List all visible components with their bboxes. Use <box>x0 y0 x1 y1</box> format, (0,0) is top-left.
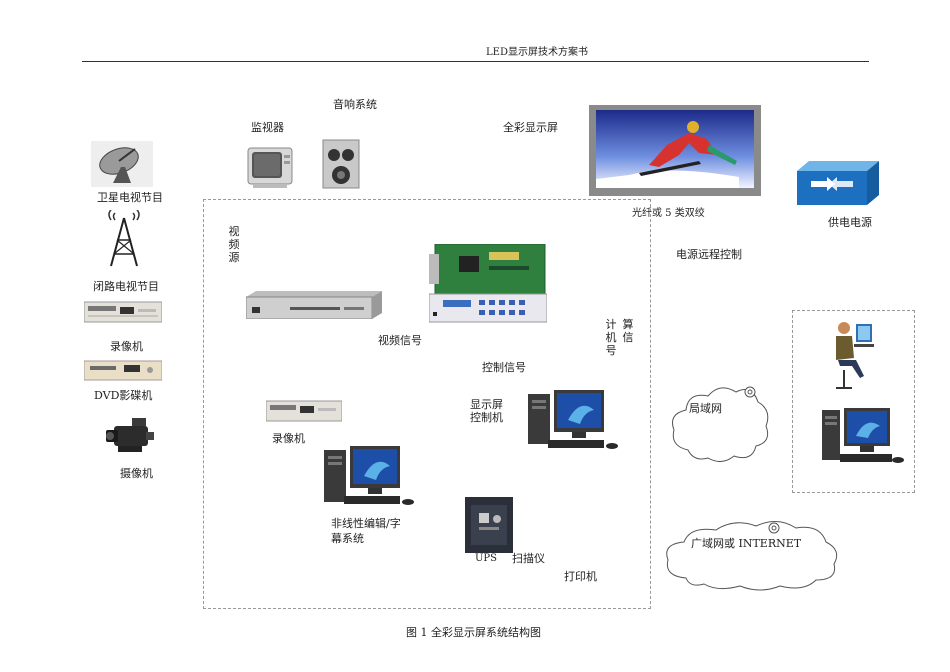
editing-pc-icon <box>324 444 416 508</box>
nonlinear-editing-label: 非线性编辑/字幕系统 <box>331 517 401 545</box>
ups-label: UPS <box>475 553 498 564</box>
led-screen-image <box>589 105 761 196</box>
power-supply-label: 供电电源 <box>828 216 872 229</box>
computer-signal-col2: 算信 <box>622 318 634 344</box>
cctv-label: 闭路电视节目 <box>93 280 159 293</box>
remote-pc-icon <box>822 406 906 466</box>
lan-cloud-icon <box>668 380 774 466</box>
speaker-icon <box>322 139 360 189</box>
computer-signal-col1: 计机号 <box>605 318 617 357</box>
operator-person-icon <box>830 318 876 392</box>
page-header-title: LED显示屏技术方案书 <box>486 47 588 58</box>
wan-label: 广域网或 INTERNET <box>691 537 802 550</box>
header-divider <box>82 61 869 62</box>
display-controller-pc-icon <box>528 390 620 454</box>
monitor-label: 监视器 <box>251 121 284 134</box>
display-controller-label: 显示屏控制机 <box>470 398 503 424</box>
antenna-tower-icon <box>105 210 143 268</box>
network-switch-icon <box>797 159 879 207</box>
vcr-inner-icon <box>266 400 342 422</box>
figure-caption: 图 1 全彩显示屏系统结构图 <box>406 626 541 639</box>
video-signal-label: 视频信号 <box>378 334 422 347</box>
vcr-left-icon <box>84 301 162 323</box>
camcorder-icon <box>104 414 156 456</box>
tv-monitor-icon <box>247 147 293 189</box>
dvd-player-label: DVD影碟机 <box>94 389 153 402</box>
system-boundary-box <box>203 199 651 609</box>
power-remote-control-label: 电源远程控制 <box>676 248 742 261</box>
satellite-tv-label: 卫星电视节目 <box>97 191 163 204</box>
scanner-label: 扫描仪 <box>512 552 545 565</box>
video-source-label: 视频源 <box>228 225 240 264</box>
control-card-icon <box>429 244 547 324</box>
vcr-inner-label: 录像机 <box>272 432 305 445</box>
video-source-device-icon <box>246 289 382 319</box>
full-color-screen-label: 全彩显示屏 <box>503 121 558 134</box>
fiber-twisted-pair-label: 光纤或 5 类双绞 <box>632 208 705 219</box>
ups-safe-icon <box>465 497 513 553</box>
dvd-player-icon <box>84 360 162 381</box>
camcorder-label: 摄像机 <box>120 467 153 480</box>
wan-cloud-icon <box>660 516 842 592</box>
remote-workstation-box <box>792 310 915 493</box>
lan-label: 局域网 <box>689 402 722 415</box>
satellite-dish-icon <box>91 141 153 187</box>
audio-system-label: 音响系统 <box>333 98 377 111</box>
control-signal-label: 控制信号 <box>482 361 526 374</box>
vcr-left-label: 录像机 <box>110 340 143 353</box>
printer-label: 打印机 <box>564 570 597 583</box>
